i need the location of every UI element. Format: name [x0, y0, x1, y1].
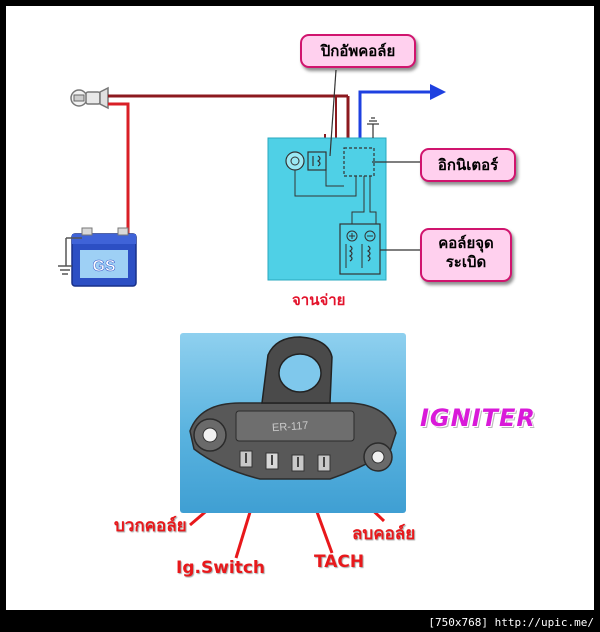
- callout-igniter: อิกนิเตอร์: [420, 148, 516, 182]
- callout-pickup-coil: ปิกอัพคอล์ย: [300, 34, 416, 68]
- igniter-title: IGNITER: [420, 404, 536, 432]
- pin-label-positive-coil: บวกคอล์ย: [114, 516, 187, 536]
- wire-red-battery: [108, 102, 130, 240]
- image-host-footer: [750x768] http://upic.me/: [428, 616, 594, 629]
- pin-label-tach: TACH: [314, 552, 365, 572]
- callout-pickup-coil-text: ปิกอัพคอล์ย: [320, 42, 396, 60]
- callout-ignition-coil-line1: คอล์ยจุด: [438, 234, 494, 252]
- arrow-right-icon: [430, 84, 446, 100]
- wire-blue-tach: [358, 90, 432, 150]
- battery-label: GS: [92, 258, 115, 275]
- callout-ignition-coil-line2: ระเบิด: [445, 253, 487, 271]
- module-marking: ER-117: [271, 419, 309, 435]
- igniter-photo: ER-117: [180, 333, 406, 513]
- ignition-key-icon: [70, 86, 114, 110]
- callout-igniter-text: อิกนิเตอร์: [437, 156, 499, 174]
- distributor-label: จานจ่าย: [292, 291, 346, 309]
- distributor-plate: [267, 117, 387, 281]
- pointer-pickup: [329, 69, 337, 157]
- igniter-module-drawing: [189, 336, 397, 480]
- battery-icon: [58, 227, 137, 287]
- pin-label-ig-switch: Ig.Switch: [176, 558, 266, 578]
- pin-label-negative-coil: ลบคอล์ย: [352, 524, 416, 544]
- callout-ignition-coil: คอล์ยจุด ระเบิด: [420, 228, 512, 282]
